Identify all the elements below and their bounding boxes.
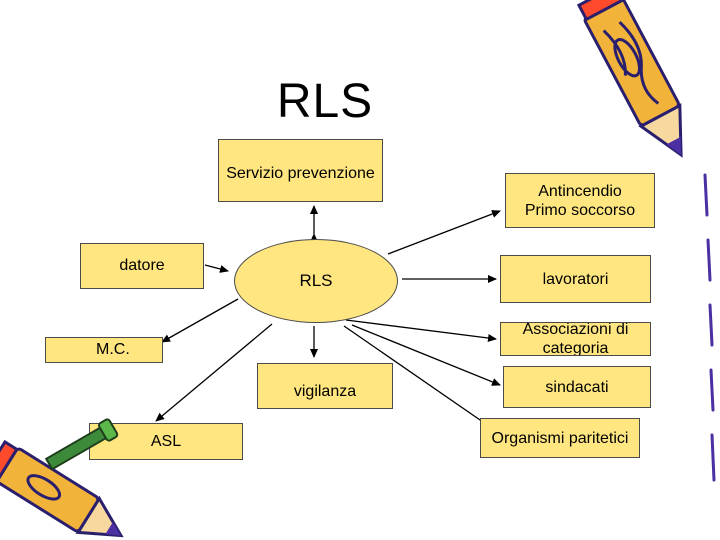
arrow-organismi bbox=[343, 325, 497, 432]
node-servizio-prevenzione: Servizio prevenzione bbox=[218, 139, 383, 202]
node-label: ASL bbox=[150, 433, 182, 450]
node-mc: M.C. bbox=[45, 337, 163, 363]
node-label: RLS bbox=[299, 271, 333, 290]
node-label: vigilanza bbox=[293, 383, 357, 400]
node-label: lavoratori bbox=[542, 270, 609, 288]
node-asl: ASL bbox=[89, 423, 243, 460]
node-label: categoria bbox=[542, 340, 609, 356]
node-datore: datore bbox=[80, 243, 204, 289]
node-label: Organismi paritetici bbox=[491, 429, 629, 447]
node-label: sindacati bbox=[545, 378, 609, 396]
node-antincendio: Antincendio Primo soccorso bbox=[505, 173, 655, 228]
node-label: M.C. bbox=[96, 341, 130, 358]
node-center-rls: RLS bbox=[234, 239, 398, 323]
node-sindacati: sindacati bbox=[503, 366, 651, 408]
arrow-antincendio bbox=[387, 210, 501, 255]
arrow-asl bbox=[155, 323, 273, 422]
node-label: Servizio prevenzione bbox=[226, 165, 375, 182]
node-associazioni: Associazioni di categoria bbox=[500, 322, 651, 356]
node-label: Primo soccorso bbox=[524, 201, 636, 219]
arrow-associazioni bbox=[345, 319, 497, 342]
node-organismi-paritetici: Organismi paritetici bbox=[480, 418, 640, 458]
arrow-datore bbox=[204, 264, 229, 273]
node-label: Antincendio bbox=[538, 182, 622, 200]
arrow-mc bbox=[161, 298, 239, 343]
node-label: datore bbox=[119, 257, 165, 274]
diagram-title: RLS bbox=[276, 75, 374, 128]
node-label: Associazioni di bbox=[522, 322, 629, 338]
node-vigilanza: vigilanza bbox=[257, 363, 393, 409]
node-lavoratori: lavoratori bbox=[500, 255, 651, 303]
arrow-sindacati bbox=[351, 324, 501, 386]
